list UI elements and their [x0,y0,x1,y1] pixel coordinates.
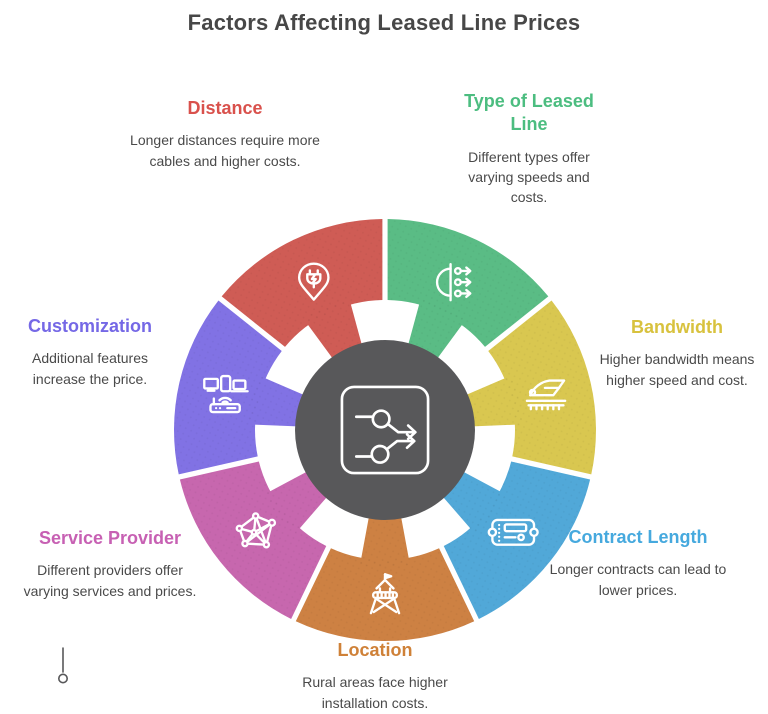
label-block-location: Location Rural areas face higher install… [277,639,473,713]
segment-description-type-of-leased-line: Different types offer varying speeds and… [468,148,590,206]
factors-wheel-svg [174,219,596,642]
label-block-type-of-leased-line: Type of Leased Line Different types offe… [449,90,609,208]
segment-description-service-provider: Different providers offer varying servic… [23,562,197,599]
wheel-segment-location [295,513,475,642]
wheel-segment-distance [221,219,383,362]
factors-wheel [165,210,605,650]
segment-heading-customization: Customization [28,316,152,336]
speed-train-icon [525,379,567,411]
segment-description-bandwidth: Higher bandwidth means higher speed and … [599,351,755,388]
wheel-segment-bandwidth [463,300,596,475]
segment-heading-service-provider: Service Provider [38,528,182,548]
label-block-contract-length: Contract Length Longer contracts can lea… [546,526,730,600]
wheel-segment-contract-length [440,461,591,619]
routing-icon [340,385,430,475]
page-title: Factors Affecting Leased Line Prices [187,10,581,35]
label-block-service-provider: Service Provider Different providers off… [14,527,206,601]
network-mesh-icon [235,512,277,549]
pin-marker-icon [58,647,68,684]
wheel-segment-customization [174,300,307,475]
segment-heading-distance: Distance [187,98,263,118]
segment-description-distance: Longer distances require more cables and… [130,132,320,169]
segment-description-location: Rural areas face higher installation cos… [302,674,448,711]
center-circle [295,340,475,520]
wheel-segment-service-provider [179,461,330,619]
segment-heading-contract-length: Contract Length [568,527,708,547]
label-block-distance: Distance Longer distances require more c… [125,97,325,171]
segment-description-contract-length: Longer contracts can lead to lower price… [549,561,727,598]
wheel-center [295,340,475,520]
devices-router-icon [203,374,249,414]
segment-description-customization: Additional features increase the price. [32,350,148,387]
segment-heading-bandwidth: Bandwidth [631,317,723,337]
segment-heading-type-of-leased-line: Type of Leased Line [464,91,594,135]
watchtower-icon [369,573,401,615]
charging-pin-icon [297,262,330,301]
label-block-customization: Customization Additional features increa… [5,315,175,389]
label-block-bandwidth: Bandwidth Higher bandwidth means higher … [581,316,768,390]
segment-heading-location: Location [337,640,413,660]
wheel-segment-type-of-leased-line [387,219,549,362]
ticket-icon [487,518,539,546]
splitter-icon [435,263,472,302]
pin-marker-icon [56,645,70,687]
